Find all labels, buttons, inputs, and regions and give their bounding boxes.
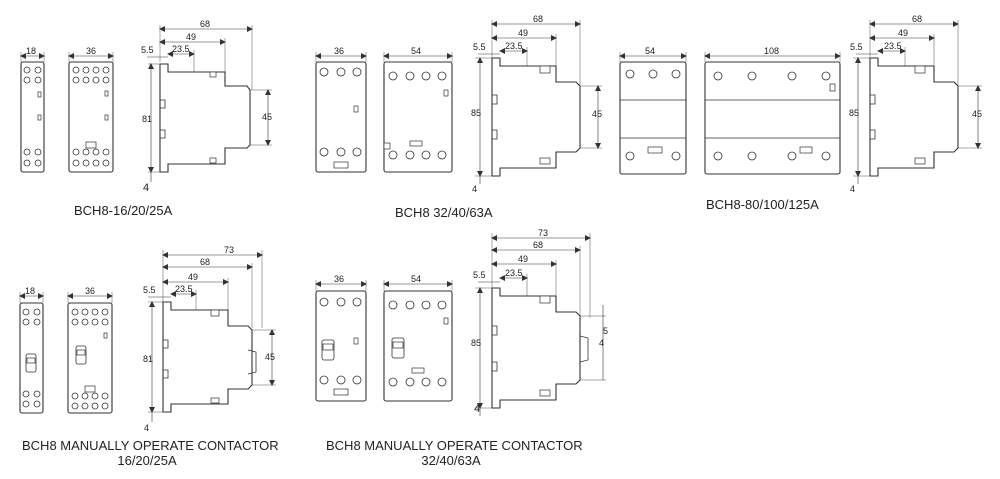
dim-width-wide: 36: [86, 46, 96, 56]
front-view-wide: 36: [68, 46, 114, 173]
dim-height-85: 85: [471, 338, 481, 348]
dim-depth-23-5: 23.5: [172, 44, 190, 54]
dim-depth-23-5: 23.5: [505, 41, 523, 51]
dim-offset-5-5: 5.5: [143, 285, 156, 295]
manual-switch-icon: [25, 353, 37, 373]
dim-height-85: 85: [471, 108, 481, 118]
caption-line-2: 32/40/63A: [421, 453, 481, 468]
dim-height-81: 81: [143, 354, 153, 364]
dim-depth-49: 49: [518, 254, 528, 264]
side-view: 68 49 23.5 5.5 85 45 4: [471, 14, 602, 194]
dim-depth-68: 68: [912, 14, 922, 24]
dim-depth-23-5: 23.5: [884, 41, 902, 51]
dim-depth-68: 68: [200, 257, 210, 267]
dim-width-narrow: 54: [645, 46, 655, 56]
dim-height-85: 85: [849, 108, 859, 118]
dim-depth-68: 68: [200, 19, 210, 29]
caption-bch8-16-20-25a: BCH8-16/20/25A: [74, 203, 173, 218]
caption-bch8-32-40-63a: BCH8 32/40/63A: [395, 205, 493, 220]
dim-width-narrow: 18: [25, 286, 35, 296]
front-view-narrow: 36: [315, 46, 367, 173]
caption-bch8-80-100-125a: BCH8-80/100/125A: [706, 197, 819, 212]
front-view-wide: 36: [67, 286, 113, 414]
dim-height-45-part2: 4: [599, 338, 604, 348]
side-view: 68 49 23.5 5.5 85 45 4: [849, 14, 982, 194]
manual-switch-icon: [75, 345, 87, 365]
dim-offset-5-5: 5.5: [141, 45, 154, 55]
dim-depth-49: 49: [898, 28, 908, 38]
dim-depth-68: 68: [533, 240, 543, 250]
dim-depth-49: 49: [186, 32, 196, 42]
dim-offset-5-5: 5.5: [473, 42, 486, 52]
dim-height-45: 45: [262, 112, 272, 122]
dim-depth-49: 49: [188, 272, 198, 282]
group-manual-16-20-25a: 18 36 73: [19, 245, 276, 433]
dim-rail-4: 4: [474, 403, 480, 415]
group-manual-32-40-63a: 36 54 73: [315, 228, 608, 416]
caption-line-2: 16/20/25A: [117, 453, 177, 468]
dim-depth-68: 68: [533, 14, 543, 24]
dim-rail-4: 4: [850, 184, 855, 194]
dim-width-wide: 54: [411, 46, 421, 56]
dim-depth-73: 73: [224, 245, 234, 255]
dim-height-45: 45: [972, 109, 982, 119]
front-view-narrow: 54: [619, 46, 687, 175]
front-view-wide: 108: [704, 46, 841, 175]
dim-width-wide: 36: [85, 286, 95, 296]
dim-rail-4: 4: [144, 423, 149, 433]
front-view-narrow: 18: [19, 286, 44, 414]
manual-switch-icon: [321, 339, 335, 361]
dim-height-45: 45: [592, 109, 602, 119]
dim-rail-4: 4: [472, 184, 477, 194]
dim-depth-49: 49: [518, 28, 528, 38]
dim-width-narrow: 36: [334, 274, 344, 284]
side-view: 68 49 23.5 5.5 81 45 4: [141, 19, 272, 194]
dim-height-45-part1: 5: [603, 326, 608, 336]
group-bch8-16-20-25a: 18 36 68: [20, 19, 272, 194]
caption-line-1: BCH8 MANUALLY OPERATE CONTACTOR: [326, 438, 583, 453]
group-bch8-80-100-125a: 54 108 68 49: [619, 14, 982, 194]
side-view: 73 68 49 23.5 5.5 81 45 4: [143, 245, 276, 433]
front-view-narrow: 18: [20, 46, 45, 173]
front-view-wide: 54: [383, 274, 453, 402]
dim-height-45: 45: [265, 352, 275, 362]
dim-width-wide: 54: [411, 274, 421, 284]
dim-depth-23-5: 23.5: [175, 284, 193, 294]
dim-depth-73: 73: [538, 228, 548, 238]
dim-width-narrow: 18: [26, 46, 36, 56]
dim-offset-5-5: 5.5: [473, 270, 486, 280]
front-view-narrow: 36: [315, 274, 367, 402]
dim-rail-4: 4: [143, 182, 149, 194]
dim-depth-23-5: 23.5: [505, 268, 523, 278]
dim-height-81: 81: [142, 114, 152, 124]
dim-width-narrow: 36: [334, 46, 344, 56]
group-bch8-32-40-63a: 36 54 68 49: [315, 14, 602, 194]
side-view: 73 68 49 23.5 5.5 85 5 4: [471, 228, 608, 416]
caption-line-1: BCH8 MANUALLY OPERATE CONTACTOR: [22, 438, 279, 453]
dim-offset-5-5: 5.5: [850, 42, 863, 52]
caption-manual-32-40-63a: BCH8 MANUALLY OPERATE CONTACTOR 32/40/63…: [326, 438, 583, 468]
manual-switch-icon: [391, 337, 405, 359]
front-view-wide: 54: [383, 46, 453, 173]
dim-width-wide: 108: [764, 46, 779, 56]
caption-manual-16-20-25a: BCH8 MANUALLY OPERATE CONTACTOR 16/20/25…: [22, 438, 279, 468]
